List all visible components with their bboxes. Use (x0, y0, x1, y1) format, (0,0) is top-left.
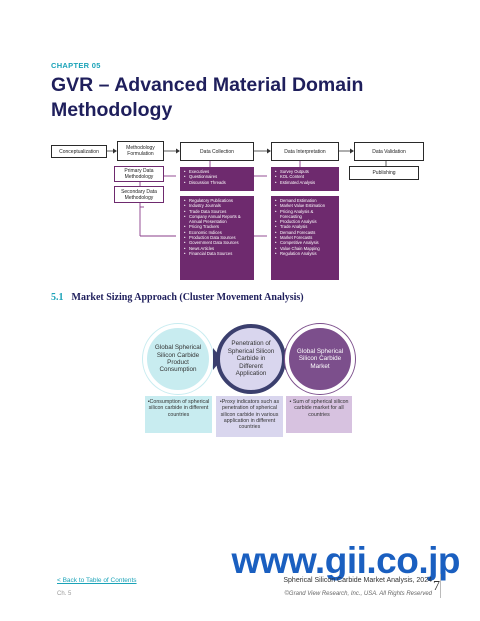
cluster-note-penetration: •Proxy indicators such as penetration of… (216, 396, 283, 437)
page-title: GVR – Advanced Material Domain Methodolo… (51, 74, 364, 121)
cluster-diagram: Global Spherical Silicon Carbide Product… (0, 318, 480, 438)
copyright: ©Grand View Research, Inc., USA. All Rig… (284, 591, 432, 597)
secondary-source-item: Pricing Trackers (184, 224, 251, 230)
interpretation-primary-item: Estimated Analysis (275, 180, 336, 186)
flow-methodology-formulation: Methodology Formulation (117, 141, 164, 161)
interpretation-secondary-item: Competitive Analysis (275, 240, 336, 246)
interpretation-secondary-item: Pricing Analysis & Forecasting (275, 209, 336, 220)
cluster-circle-label: Global Spherical Silicon Carbide Market (296, 347, 344, 370)
interpretation-primary-box: Survey Outputs KOL Content Estimated Ana… (271, 167, 339, 191)
flow-data-validation: Data Validation (354, 142, 424, 161)
interpretation-secondary-item: Value Chain Mapping (275, 246, 336, 252)
section-title: Market Sizing Approach (Cluster Movement… (71, 292, 304, 303)
cluster-note-consumption: •Consumption of spherical silicon carbid… (145, 396, 212, 433)
section-heading: 5.1 Market Sizing Approach (Cluster Movem… (51, 292, 304, 303)
flow-data-collection: Data Collection (180, 142, 254, 161)
cluster-circle-market: Global Spherical Silicon Carbide Market (285, 324, 355, 394)
interpretation-secondary-box: Demand Estimation Market Value Estimatio… (271, 196, 339, 280)
back-to-toc-link[interactable]: < Back to Table of Contents (57, 577, 137, 584)
primary-source-item: Questionnaires (184, 174, 251, 180)
interpretation-secondary-item: Demand Forecasts (275, 230, 336, 236)
secondary-source-item: Regulatory Publications (184, 198, 251, 204)
secondary-source-item: Economic Indices (184, 230, 251, 236)
chapter-ref: Ch. 5 (57, 591, 72, 597)
interpretation-secondary-item: Market Forecasts (275, 235, 336, 241)
cluster-note-market: • Sum of spherical silicon carbide marke… (286, 396, 352, 433)
cluster-circle-label: Global Spherical Silicon Carbide Product… (154, 344, 202, 374)
flow-publishing: Publishing (349, 166, 419, 180)
cluster-circle-label: Penetration of Spherical Silicon Carbide… (227, 340, 275, 378)
flow-primary-data-methodology: Primary Data Methodology (114, 166, 164, 182)
interpretation-secondary-item: Trade Analysis (275, 224, 336, 230)
interpretation-secondary-item: Market Value Estimation (275, 203, 336, 209)
secondary-source-item: Government Data Sources (184, 240, 251, 246)
watermark: www.gii.co.jp (231, 540, 460, 581)
cluster-circle-consumption: Global Spherical Silicon Carbide Product… (143, 324, 213, 394)
primary-source-item: Executives (184, 169, 251, 175)
footer-divider (440, 574, 441, 598)
chapter-label: CHAPTER 05 (51, 61, 101, 70)
cluster-circle-penetration: Penetration of Spherical Silicon Carbide… (216, 324, 286, 394)
interpretation-secondary-item: Regulation Analysis (275, 251, 336, 257)
interpretation-secondary-item: Demand Estimation (275, 198, 336, 204)
interpretation-secondary-item: Production Analysis (275, 219, 336, 225)
flow-secondary-data-methodology: Secondary Data Methodology (114, 186, 164, 203)
section-number: 5.1 (51, 292, 64, 303)
report-title: Spherical Silicon Carbide Market Analysi… (283, 577, 432, 584)
flow-data-interpretation: Data Interpretation (271, 142, 339, 161)
page-number: 7 (433, 579, 440, 594)
secondary-source-item: Financial Data Sources (184, 251, 251, 257)
interpretation-primary-item: KOL Content (275, 174, 336, 180)
methodology-flow-diagram: Conceptualization Methodology Formulatio… (0, 0, 480, 290)
flow-conceptualization: Conceptualization (51, 145, 107, 158)
primary-sources-box: Executives Questionnaires Discussion Thr… (180, 167, 254, 191)
secondary-sources-box: Regulatory Publications Industry Journal… (180, 196, 254, 280)
interpretation-primary-item: Survey Outputs (275, 169, 336, 175)
secondary-source-item: Industry Journals (184, 203, 251, 209)
secondary-source-item: Company Annual Reports & Annual Presenta… (184, 214, 251, 225)
secondary-source-item: Production Data Sources (184, 235, 251, 241)
secondary-source-item: News Articles (184, 246, 251, 252)
primary-source-item: Discussion Threads (184, 180, 251, 186)
secondary-source-item: Trade Data Sources (184, 209, 251, 215)
